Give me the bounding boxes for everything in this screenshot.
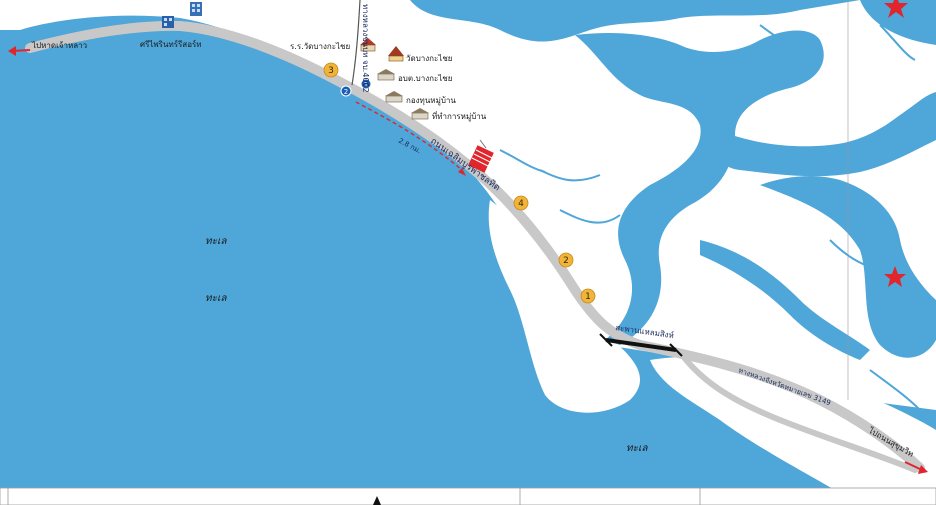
red-building-icon <box>468 139 494 173</box>
label-school: ร.ร.วัดบางกะไชย <box>290 42 350 51</box>
marker-4: 4 <box>513 195 529 211</box>
highway-branch <box>677 349 918 473</box>
bottom-legend-strip <box>0 487 936 505</box>
svg-text:4: 4 <box>518 199 524 209</box>
north-arrow-icon <box>373 496 381 505</box>
temple-icon <box>388 46 404 62</box>
label-hotel: ศรีไพรินทร์รีสอร์ท <box>140 39 202 49</box>
svg-text:1: 1 <box>364 81 368 89</box>
sea-label-1: ทะเล <box>205 236 227 247</box>
coastal-road <box>25 20 925 473</box>
bridge-lsing <box>599 333 683 357</box>
village-fund-icon <box>385 91 403 103</box>
creek-lines <box>499 24 921 411</box>
side-road <box>351 0 361 86</box>
sea-label-3: ทะเล <box>626 443 648 454</box>
route-point-1: 1 <box>360 78 372 90</box>
marker-2: 2 <box>558 252 574 268</box>
southeast-arrow-icon <box>904 461 928 474</box>
svg-text:1: 1 <box>585 292 591 302</box>
marker-1: 1 <box>580 288 596 304</box>
star-icon <box>884 0 908 287</box>
label-village-office: ที่ทำการหมู่บ้าน <box>432 110 487 122</box>
label-to-west: ไปหาดเจ้าหลาว <box>31 41 87 50</box>
sea-label-2: ทะเล <box>205 293 227 304</box>
marker-3: 3 <box>323 62 339 78</box>
route-arrow <box>355 101 466 176</box>
village-office-icon <box>411 108 429 120</box>
svg-text:3: 3 <box>328 66 334 76</box>
label-side-road: ทางหลวงชนบท จบ.4002 <box>361 4 370 93</box>
office-icon <box>377 69 395 81</box>
svg-text:2: 2 <box>344 88 348 96</box>
land-peninsula <box>488 200 640 413</box>
route-point-2: 2 <box>340 85 352 97</box>
hotel-building-icon <box>162 2 202 28</box>
label-village-fund: กองทุนหมู่บ้าน <box>406 96 456 106</box>
west-arrow-icon <box>8 46 31 56</box>
label-tao: อบต.บางกะไชย <box>398 74 452 83</box>
river-channels <box>410 0 936 360</box>
svg-text:2: 2 <box>563 256 569 266</box>
label-temple: วัดบางกะไชย <box>406 54 452 63</box>
school-icon <box>360 38 376 52</box>
